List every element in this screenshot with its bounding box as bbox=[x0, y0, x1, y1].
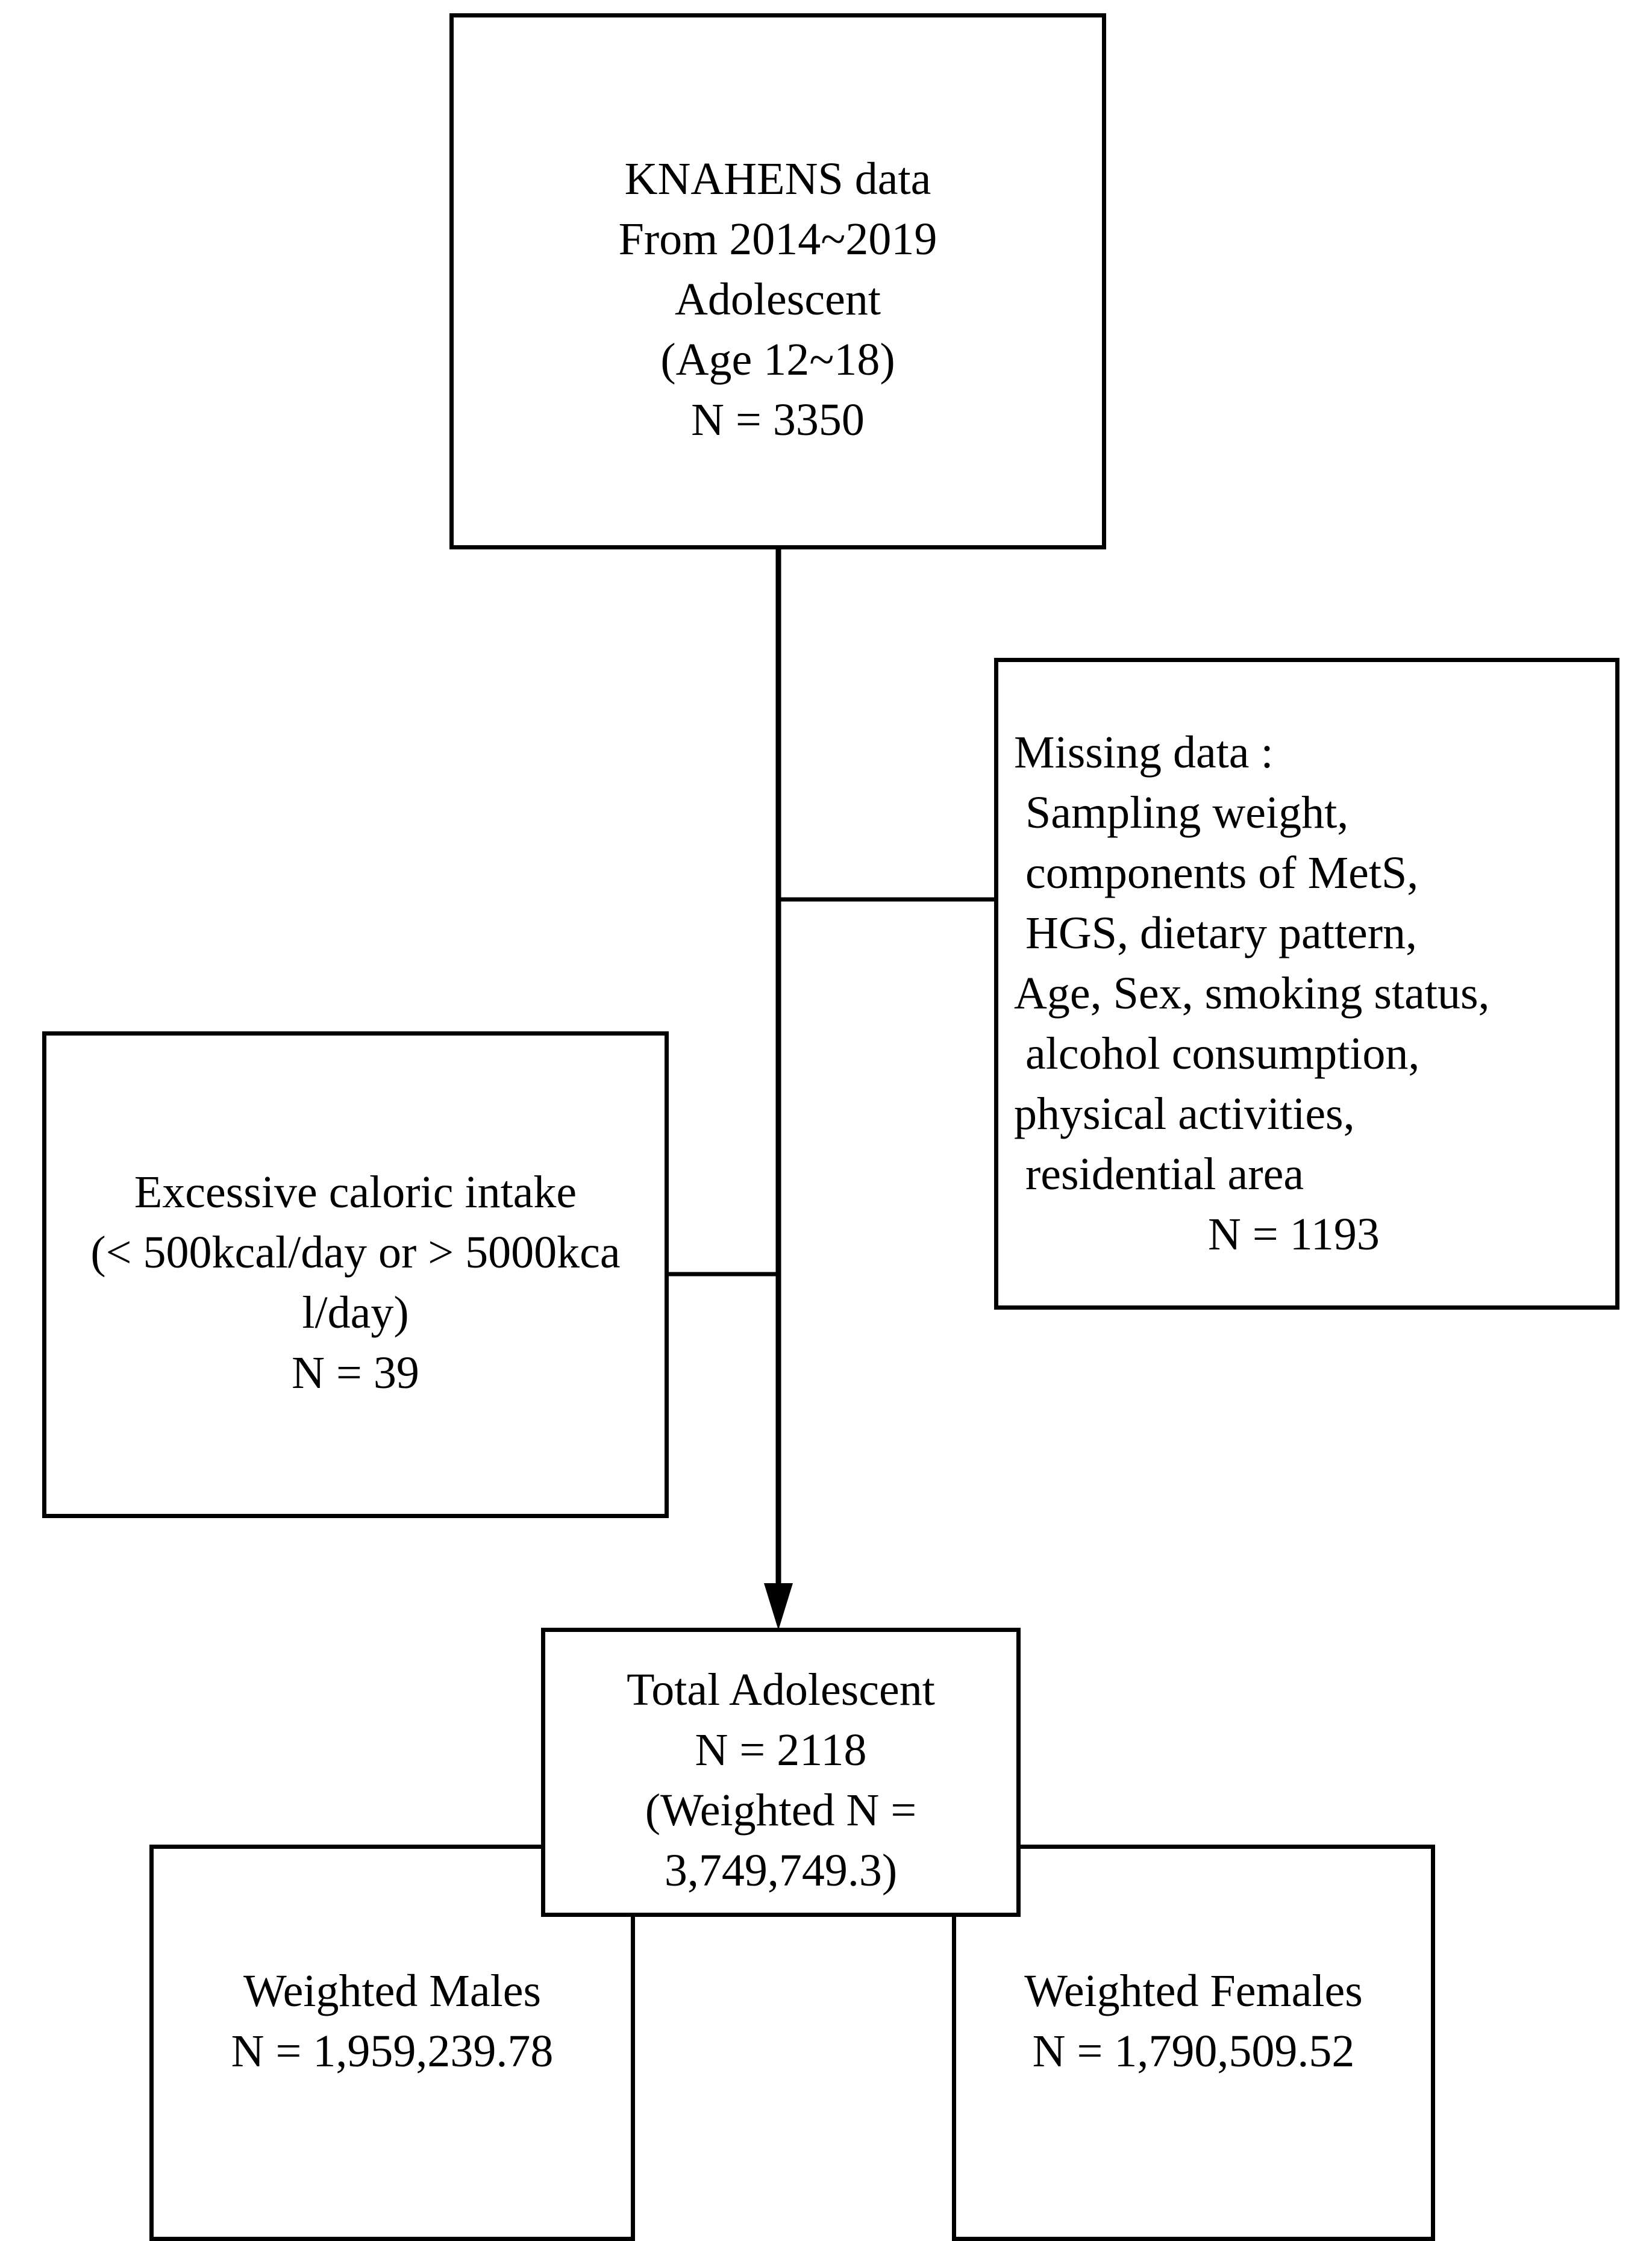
source-line: KNAHENS data bbox=[624, 154, 931, 204]
source-line: (Age 12~18) bbox=[660, 334, 895, 385]
missing-line: HGS, dietary pattern, bbox=[1014, 908, 1418, 958]
missing-line: components of MetS, bbox=[1014, 848, 1419, 898]
total-adolescent-box: Total Adolescent N = 2118 (Weighted N = … bbox=[541, 1628, 1021, 1917]
source-line: Adolescent bbox=[675, 274, 881, 325]
total-label: Total Adolescent bbox=[627, 1664, 935, 1715]
missing-heading: Missing data : bbox=[1014, 727, 1274, 778]
females-count: N = 1,790,509.52 bbox=[1032, 2026, 1355, 2077]
arrowhead-to-total bbox=[764, 1583, 793, 1630]
missing-line: Sampling weight, bbox=[1014, 787, 1349, 838]
missing-line: alcohol consumption, bbox=[1014, 1028, 1420, 1079]
source-line: From 2014~2019 bbox=[618, 214, 937, 264]
missing-count: N = 1193 bbox=[1208, 1209, 1380, 1260]
females-label: Weighted Females bbox=[1024, 1966, 1363, 2016]
total-weighted-line: (Weighted N = bbox=[645, 1785, 917, 1836]
total-weighted-value: 3,749,749.3) bbox=[664, 1845, 898, 1896]
males-label: Weighted Males bbox=[243, 1966, 542, 2016]
total-count: N = 2118 bbox=[695, 1725, 867, 1775]
excessive-line: (< 500kcal/day or > 5000kca bbox=[90, 1227, 621, 1278]
excessive-count: N = 39 bbox=[292, 1348, 419, 1398]
source-count: N = 3350 bbox=[691, 395, 865, 445]
missing-line: physical activities, bbox=[1014, 1089, 1355, 1139]
males-count: N = 1,959,239.78 bbox=[231, 2026, 554, 2077]
missing-data-exclusion-box: Missing data : Sampling weight, componen… bbox=[994, 658, 1619, 1310]
excessive-line: Excessive caloric intake bbox=[134, 1167, 577, 1217]
source-data-box: KNAHENS data From 2014~2019 Adolescent (… bbox=[449, 13, 1106, 549]
weighted-females-box: Weighted Females N = 1,790,509.52 bbox=[952, 1845, 1435, 2241]
missing-line: Age, Sex, smoking status, bbox=[1014, 968, 1490, 1019]
excessive-caloric-exclusion-box: Excessive caloric intake (< 500kcal/day … bbox=[42, 1031, 669, 1518]
missing-line: residential area bbox=[1014, 1149, 1304, 1199]
excessive-line: l/day) bbox=[302, 1287, 409, 1338]
